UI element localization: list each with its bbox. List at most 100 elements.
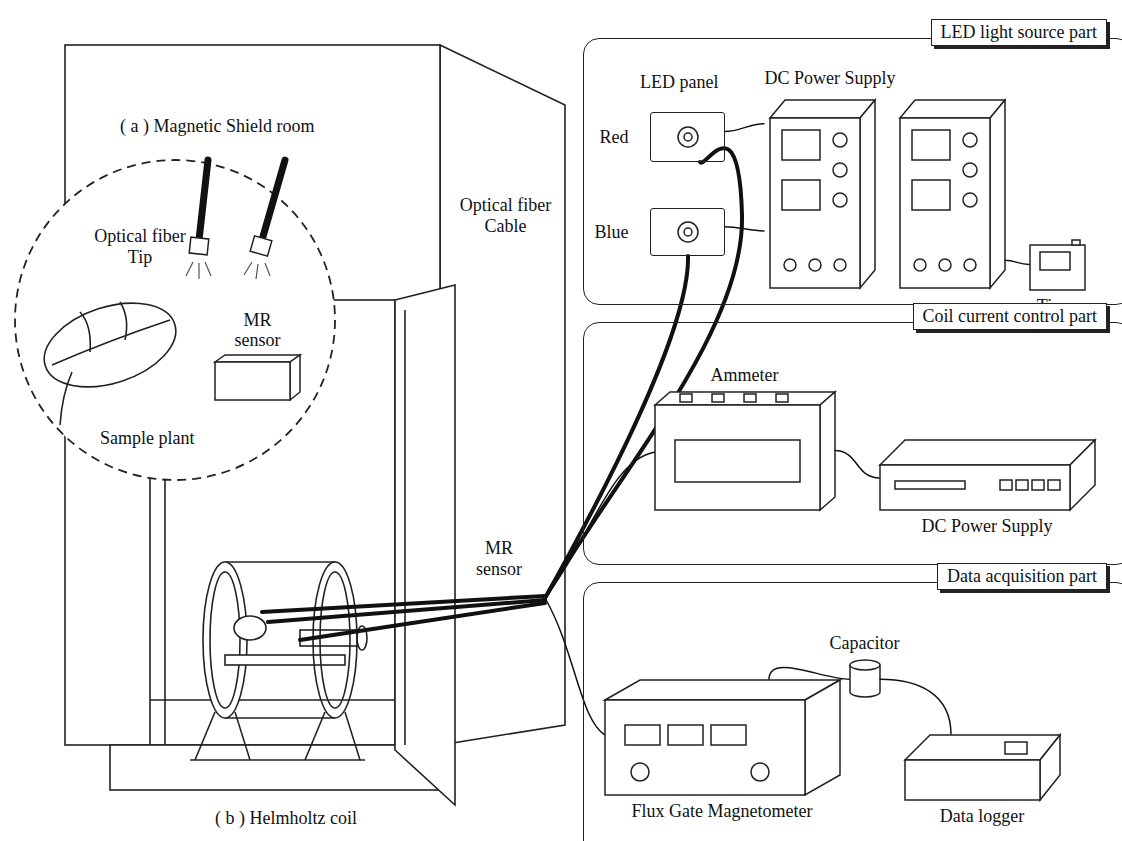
part-label: ( b ) Helmholtz coil — [215, 808, 357, 829]
dc-power-supply-part — [782, 180, 820, 210]
timer-part — [1040, 252, 1070, 270]
capacitor-part — [850, 660, 880, 670]
device-label: DC Power Supply — [921, 516, 1052, 537]
dc-power-supply-part — [770, 118, 860, 288]
fluxgate-magnetometer — [605, 680, 840, 795]
ammeter — [655, 392, 835, 510]
wire — [880, 679, 952, 734]
ammeter-part — [776, 394, 788, 402]
shield-room-part — [404, 310, 406, 745]
dc-power-supply-part — [990, 100, 1005, 288]
ammeter-part — [655, 392, 835, 405]
coil-power-supply-part — [880, 465, 1070, 510]
wire — [835, 451, 880, 479]
dc-power-supply-part — [833, 193, 847, 207]
helmholtz-coil-part — [195, 712, 215, 760]
data-logger-part — [1040, 735, 1060, 800]
dc-power-supply — [770, 100, 1005, 288]
light-spray-part — [198, 263, 199, 279]
part-label: Sample plant — [100, 428, 194, 449]
capacitor: Capacitor — [850, 660, 880, 696]
power-supply: DC Power Supply — [765, 95, 1005, 290]
dc-power-supply-part — [782, 130, 820, 160]
ammeter-part — [675, 440, 800, 482]
sample-leaf-part — [80, 312, 90, 352]
wire — [725, 124, 765, 132]
sample-leaf — [34, 288, 187, 425]
coil-power-supply-part — [1048, 480, 1060, 490]
helmholtz-coil — [190, 562, 367, 760]
light-spray-part — [186, 262, 193, 276]
fluxgate-magnetometer-part — [605, 700, 805, 795]
dc-power-supply-part — [784, 259, 796, 271]
wire — [725, 227, 765, 231]
device-label: Red — [600, 126, 629, 147]
timer — [1030, 240, 1085, 290]
dc-power-supply-part — [900, 100, 1005, 118]
helmholtz-coil-part — [225, 561, 335, 563]
helmholtz-coil-part — [320, 572, 350, 708]
dc-power-supply-part — [833, 163, 847, 177]
data-logger — [905, 735, 1060, 800]
fluxgate-magnetometer-part — [625, 725, 660, 745]
sample-leaf-part — [34, 288, 187, 402]
sensor-wire-part — [545, 452, 655, 598]
sensor-wire-part — [545, 598, 605, 735]
mr-sensor-box-part — [215, 355, 300, 362]
data-logger-part — [1005, 742, 1027, 754]
dc-power-supply-part — [963, 163, 977, 177]
coil-power-supply — [880, 440, 1095, 510]
dc-power-supply-part — [964, 259, 976, 271]
led-panel: Red — [650, 112, 725, 162]
sample-leaf-part — [120, 302, 127, 340]
panel-group: Coil current control partAmmeterDC Power… — [583, 322, 1122, 565]
mr-sensor-box-part — [290, 355, 300, 400]
helmholtz-coil-part — [210, 572, 240, 708]
fluxgate-magnetometer-part — [605, 680, 840, 700]
timer: Timer — [1030, 240, 1088, 290]
data-logger-part — [905, 760, 1040, 800]
device-label: Capacitor — [830, 633, 900, 654]
led-bulb-part — [684, 133, 692, 141]
data-logger: Data logger — [905, 735, 1060, 800]
dc-power-supply-part — [834, 259, 846, 271]
fiber-tip-head-part — [189, 237, 209, 255]
part-label: Optical fiber Cable — [448, 195, 563, 236]
dc-power-supply-part — [809, 259, 821, 271]
wire — [769, 667, 850, 679]
fluxgate-magnetometer-part — [751, 763, 769, 781]
device-label: Blue — [595, 221, 629, 242]
part-label: Optical fiber Tip — [92, 226, 188, 267]
fluxgate-magnetometer-part — [668, 725, 703, 745]
coil-power-supply-part — [880, 440, 1095, 465]
dc-power-supply-part — [860, 100, 875, 288]
light-spray-part — [244, 262, 252, 275]
dc-power-supply-part — [939, 259, 951, 271]
sample-leaf-part — [60, 372, 72, 425]
helmholtz-coil-part — [225, 717, 335, 719]
ammeter-part — [820, 392, 835, 510]
helmholtz-coil-part — [345, 712, 360, 760]
ammeter: Ammeter — [655, 392, 835, 510]
dc-power-supply-part — [914, 259, 926, 271]
device-label: DC Power Supply — [765, 68, 896, 89]
ammeter-part — [712, 394, 724, 402]
helmholtz-coil-part — [305, 712, 325, 760]
fiber-tip — [199, 160, 285, 240]
ammeter-part — [655, 405, 820, 510]
shield-room-part — [150, 699, 395, 701]
section-title: Coil current control part — [913, 303, 1107, 330]
timer-part — [1030, 245, 1085, 290]
dc-power-supply-part — [833, 133, 847, 147]
device-label: Flux Gate Magnetometer — [632, 801, 813, 822]
fiber-tip-part — [262, 160, 285, 240]
fluxgate-magnetometer-part — [711, 725, 746, 745]
data-logger-part — [905, 735, 1060, 760]
light-spray-part — [256, 264, 258, 279]
optical-fiber-cable-part — [300, 603, 545, 640]
panel-group: Data acquisition partFlux Gate Magnetome… — [583, 582, 1122, 841]
ammeter-part — [744, 394, 756, 402]
dc-power-supply-part — [963, 193, 977, 207]
mr-sensor-box-part — [215, 362, 290, 400]
section-title: LED light source part — [931, 19, 1107, 46]
